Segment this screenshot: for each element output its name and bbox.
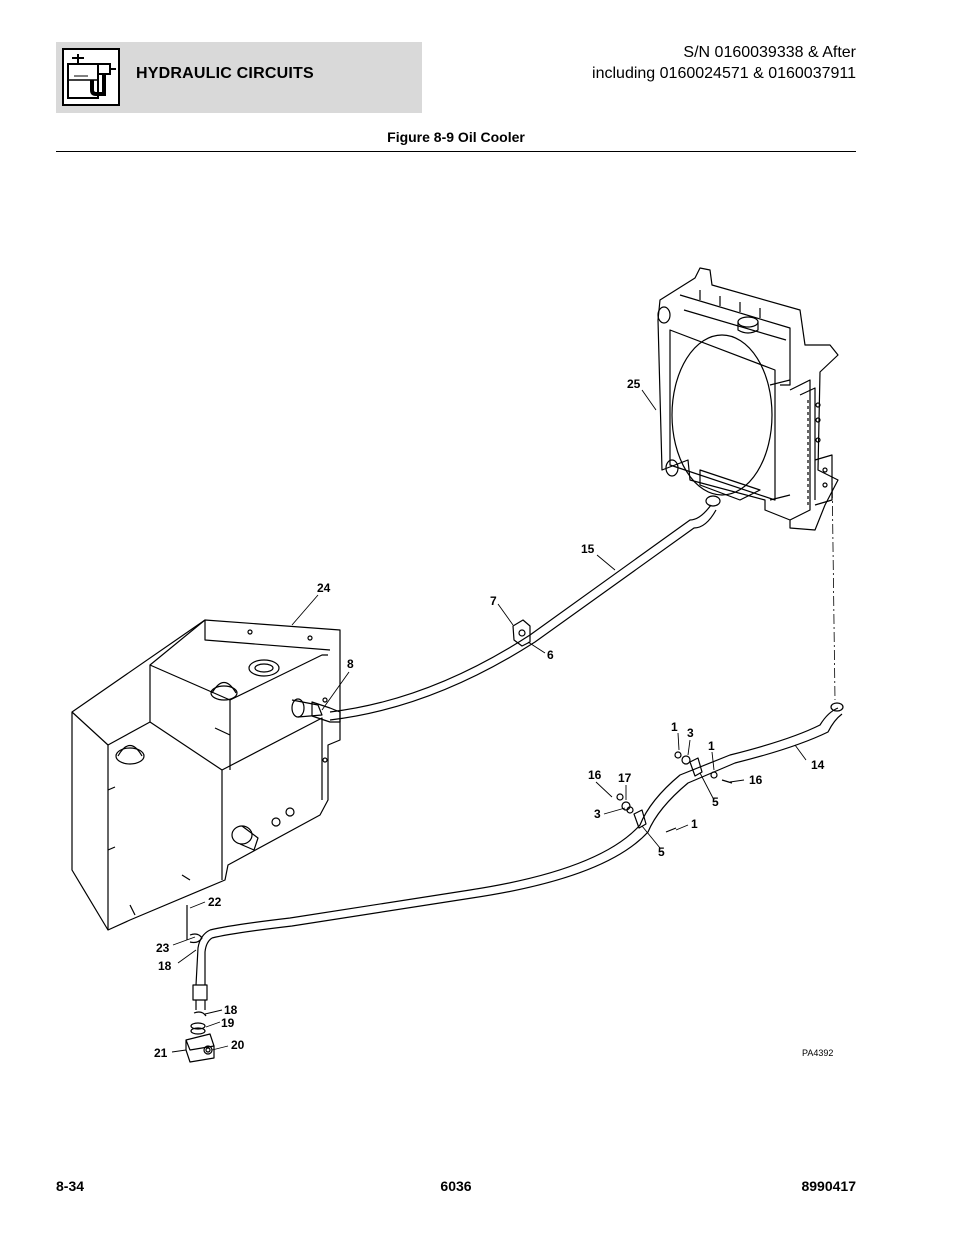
callout-24: 24 xyxy=(317,581,331,595)
callout-16: 16 xyxy=(588,768,602,782)
clamp-6-7 xyxy=(512,619,531,647)
callout-3: 3 xyxy=(594,807,601,821)
callouts: 25 15 24 7 6 8 1 3 1 14 16 17 16 5 3 1 5… xyxy=(154,377,833,1060)
model-number: 6036 xyxy=(440,1178,472,1194)
page-number: 8-34 xyxy=(56,1178,85,1194)
callout-1: 1 xyxy=(691,817,698,831)
callout-18: 18 xyxy=(158,959,172,973)
section-title: HYDRAULIC CIRCUITS xyxy=(136,65,314,82)
callout-5: 5 xyxy=(658,845,665,859)
callout-5: 5 xyxy=(712,795,719,809)
fitting-8 xyxy=(311,701,341,723)
serial-range: S/N 0160039338 & After including 0160024… xyxy=(592,42,856,84)
hose-15 xyxy=(329,495,721,721)
clamp-5-lower xyxy=(633,809,647,829)
callout-1: 1 xyxy=(671,720,678,734)
serial-line-1: S/N 0160039338 & After xyxy=(683,44,856,61)
hardware xyxy=(186,751,733,1035)
callout-15: 15 xyxy=(581,542,595,556)
callout-7: 7 xyxy=(490,594,497,608)
callout-14: 14 xyxy=(811,758,825,772)
clamp-5-upper xyxy=(689,757,703,777)
hose-14 xyxy=(209,702,844,939)
callout-1: 1 xyxy=(708,739,715,753)
callout-3: 3 xyxy=(687,726,694,740)
callout-16: 16 xyxy=(749,773,763,787)
valve-block xyxy=(185,1033,215,1063)
document-number: 8990417 xyxy=(801,1178,856,1194)
callout-21: 21 xyxy=(154,1046,168,1060)
callout-22: 22 xyxy=(208,895,222,909)
figure-title: Figure 8-9 Oil Cooler xyxy=(387,129,525,145)
figure-ref: PA4392 xyxy=(802,1048,833,1058)
callout-23: 23 xyxy=(156,941,170,955)
oil-cooler-radiator xyxy=(657,267,839,531)
callout-6: 6 xyxy=(547,648,554,662)
leader-lines xyxy=(171,389,807,1053)
serial-line-2: including 0160024571 & 0160037911 xyxy=(592,65,856,82)
callout-19: 19 xyxy=(221,1016,235,1030)
header-rule xyxy=(56,151,856,152)
hydraulic-tank xyxy=(71,619,341,931)
hydraulic-tank-icon xyxy=(62,48,120,106)
callout-8: 8 xyxy=(347,657,354,671)
callout-20: 20 xyxy=(231,1038,245,1052)
callout-25: 25 xyxy=(627,377,641,391)
callout-17: 17 xyxy=(618,771,632,785)
callout-18: 18 xyxy=(224,1003,238,1017)
